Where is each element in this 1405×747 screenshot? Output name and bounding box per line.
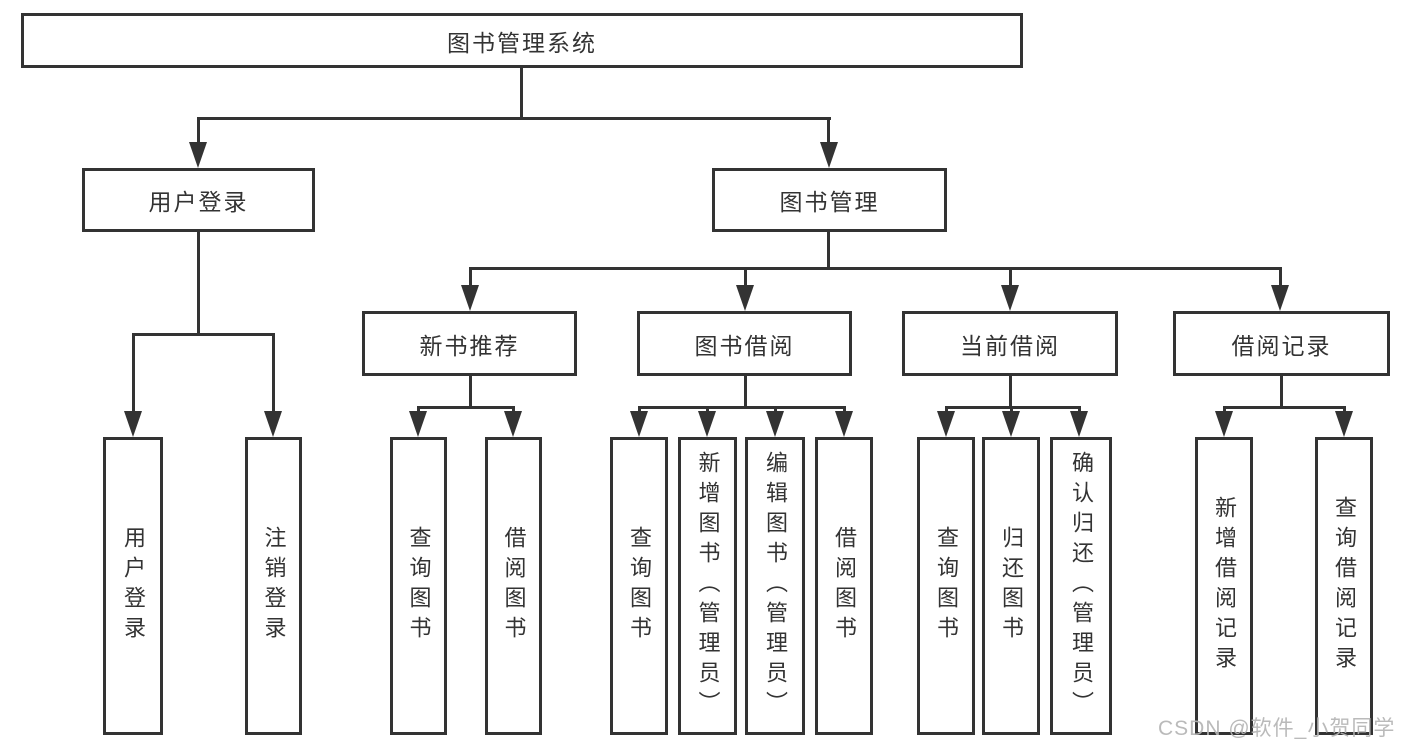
node-user-login: 用户登录 [82, 168, 315, 232]
arrow-down-icon [409, 411, 427, 437]
leaf-confirm-return-admin: 确认归还（管理员） [1050, 437, 1112, 735]
arrow-down-icon [461, 285, 479, 311]
connector-stem [1009, 376, 1012, 409]
connector-branch [827, 117, 830, 147]
node-label: 借阅图书 [501, 526, 527, 646]
connector-user-login-stem [197, 232, 200, 335]
node-label: 图书管理 [779, 189, 880, 215]
leaf-edit-book-admin: 编辑图书（管理员） [745, 437, 805, 735]
node-label: 归还图书 [999, 526, 1024, 646]
node-label: 借阅记录 [1231, 332, 1332, 359]
node-label: 新书推荐 [419, 332, 520, 359]
node-current-borrowing: 当前借阅 [902, 311, 1118, 376]
node-label: 当前借阅 [960, 332, 1060, 359]
connector-branch [744, 267, 747, 289]
leaf-borrow-books: 借阅图书 [815, 437, 873, 735]
node-label: 用户登录 [121, 526, 146, 646]
arrow-down-icon [820, 142, 838, 168]
arrow-down-icon [766, 411, 784, 437]
connector-bus [945, 406, 1081, 409]
connector-book-mgmt-stem [827, 232, 830, 270]
arrow-down-icon [1001, 285, 1019, 311]
node-label: 借阅图书 [832, 526, 857, 646]
connector-book-mgmt-bus [469, 267, 1281, 270]
arrow-down-icon [1271, 285, 1289, 311]
node-book-management: 图书管理 [712, 168, 947, 232]
arrow-down-icon [1002, 411, 1020, 437]
node-label: 查询图书 [934, 526, 959, 646]
node-label: 用户登录 [148, 189, 249, 215]
connector-bus [638, 406, 846, 409]
node-label: 新增图书（管理员） [695, 451, 721, 721]
leaf-borrow-books: 借阅图书 [485, 437, 542, 735]
leaf-user-login: 用户登录 [103, 437, 163, 735]
leaf-query-borrow-record: 查询借阅记录 [1315, 437, 1373, 735]
leaf-logout: 注销登录 [245, 437, 302, 735]
connector-branch [132, 333, 135, 415]
node-label: 确认归还（管理员） [1069, 451, 1094, 721]
arrow-down-icon [937, 411, 955, 437]
node-label: 图书管理系统 [447, 29, 597, 56]
leaf-add-borrow-record: 新增借阅记录 [1195, 437, 1253, 735]
leaf-query-books: 查询图书 [610, 437, 668, 735]
connector-branch [469, 267, 472, 289]
arrow-down-icon [124, 411, 142, 437]
arrow-down-icon [189, 142, 207, 168]
leaf-add-book-admin: 新增图书（管理员） [678, 437, 737, 735]
connector-root-stem [520, 68, 523, 120]
node-label: 注销登录 [261, 526, 287, 646]
connector-stem [469, 376, 472, 409]
node-label: 编辑图书（管理员） [763, 451, 788, 721]
csdn-watermark: CSDN @软件_小贺同学 [1158, 717, 1396, 740]
connector-bus [417, 406, 515, 409]
arrow-down-icon [1335, 411, 1353, 437]
arrow-down-icon [1215, 411, 1233, 437]
connector-stem [744, 376, 747, 409]
connector-branch [1279, 267, 1282, 289]
connector-branch [272, 333, 275, 415]
connector-stem [1280, 376, 1283, 409]
node-label: 查询图书 [406, 526, 432, 646]
node-label: 查询图书 [627, 526, 652, 646]
arrow-down-icon [835, 411, 853, 437]
node-label: 新增借阅记录 [1212, 496, 1237, 676]
arrow-down-icon [630, 411, 648, 437]
arrow-down-icon [504, 411, 522, 437]
node-label: 图书借阅 [694, 332, 795, 359]
connector-bus [1223, 406, 1346, 409]
arrow-down-icon [1070, 411, 1088, 437]
connector-root-bus [197, 117, 831, 120]
connector-branch [1009, 267, 1012, 289]
arrow-down-icon [264, 411, 282, 437]
node-new-book-recommendation: 新书推荐 [362, 311, 577, 376]
arrow-down-icon [736, 285, 754, 311]
leaf-query-books: 查询图书 [917, 437, 975, 735]
connector-user-login-bus [132, 333, 275, 336]
node-book-borrowing: 图书借阅 [637, 311, 852, 376]
leaf-return-books: 归还图书 [982, 437, 1040, 735]
arrow-down-icon [698, 411, 716, 437]
leaf-query-books: 查询图书 [390, 437, 447, 735]
connector-branch [197, 117, 200, 147]
node-label: 查询借阅记录 [1332, 496, 1357, 676]
node-library-system: 图书管理系统 [21, 13, 1023, 68]
node-borrowing-records: 借阅记录 [1173, 311, 1390, 376]
